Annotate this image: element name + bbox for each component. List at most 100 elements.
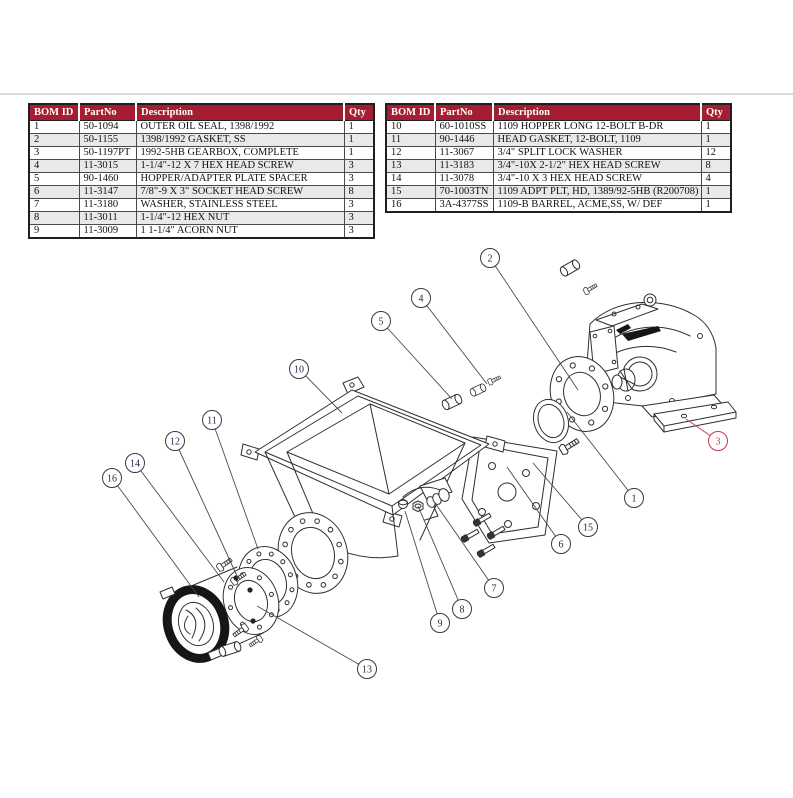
bom-cell: 11-3015 — [78, 159, 137, 173]
callout-balloon-5[interactable]: 5 — [371, 311, 391, 331]
bom-cell: 3 — [343, 159, 375, 173]
bom-cell: 3 — [343, 224, 375, 239]
leader-line-10 — [298, 368, 343, 414]
bom-cell: 11-3009 — [78, 224, 137, 239]
bom-cell: 1 — [343, 146, 375, 160]
leader-line-12 — [174, 440, 239, 579]
callout-balloon-3[interactable]: 3 — [708, 431, 728, 451]
bom-cell: 1109 ADPT PLT, HD, 1389/92-5HB (R200708) — [492, 185, 702, 199]
bom-cell: 1109-B BARREL, ACME,SS, W/ DEF — [492, 198, 702, 213]
callout-balloon-14[interactable]: 14 — [125, 453, 145, 473]
bom-cell: 13 — [385, 159, 436, 173]
svg-text:13: 13 — [362, 665, 372, 676]
leader-line-8 — [417, 505, 463, 610]
bom-cell: 9 — [28, 224, 80, 239]
callout-balloon-15[interactable]: 15 — [578, 517, 598, 537]
bom-cell: 70-1003TN — [434, 185, 494, 199]
svg-text:7: 7 — [492, 584, 497, 595]
plate-spacer — [440, 392, 464, 412]
leader-line-5 — [380, 320, 453, 400]
mount-screw — [582, 281, 599, 296]
leader-line-16 — [111, 477, 200, 598]
callout-balloon-11[interactable]: 11 — [202, 410, 222, 430]
callout-balloon-12[interactable]: 12 — [165, 431, 185, 451]
column-header: BOM ID — [386, 104, 436, 121]
bom-cell: 11-3183 — [434, 159, 494, 173]
leader-line-15 — [532, 462, 589, 528]
leader-line-9 — [404, 510, 441, 624]
callout-balloon-13[interactable]: 13 — [357, 659, 377, 679]
plate-spacer — [468, 382, 488, 398]
section-divider — [0, 93, 793, 95]
acorn-nut — [398, 499, 408, 509]
plate-stud — [486, 373, 503, 387]
callout-balloon-7[interactable]: 7 — [484, 578, 504, 598]
bom-cell: 1 — [343, 133, 375, 147]
svg-text:6: 6 — [559, 540, 564, 551]
svg-text:12: 12 — [170, 437, 180, 448]
svg-text:2: 2 — [488, 254, 493, 265]
column-header: Qty — [344, 104, 374, 121]
bom-cell: 1-1/4"-12 X 7 HEX HEAD SCREW — [135, 159, 345, 173]
leader-line-6 — [506, 466, 562, 545]
svg-text:4: 4 — [419, 294, 424, 305]
callout-balloon-1[interactable]: 1 — [624, 488, 644, 508]
bom-cell: 90-1446 — [434, 133, 494, 147]
leader-line-14 — [134, 462, 225, 583]
oil-seal-oring — [532, 398, 570, 444]
gearbox — [585, 293, 737, 433]
socket-head-screw — [459, 527, 481, 545]
bom-cell: 2 — [28, 133, 80, 147]
bom-cell: 16 — [385, 198, 436, 213]
svg-text:3: 3 — [716, 437, 721, 448]
leader-line-2 — [489, 257, 579, 391]
callout-balloon-9[interactable]: 9 — [430, 613, 450, 633]
brand-logo — [616, 324, 661, 341]
svg-text:5: 5 — [379, 317, 384, 328]
leader-line-7 — [432, 499, 495, 589]
leader-line-1 — [566, 411, 635, 499]
bom-cell: 15 — [385, 185, 436, 199]
svg-text:9: 9 — [438, 619, 443, 630]
bom-cell: 11-3147 — [78, 185, 137, 199]
bom-cell: 1 — [700, 198, 732, 213]
leader-line-4 — [420, 297, 488, 385]
svg-text:15: 15 — [583, 523, 593, 534]
svg-text:11: 11 — [207, 416, 217, 427]
callout-balloon-10[interactable]: 10 — [289, 359, 309, 379]
bom-cell: 1 — [700, 185, 732, 199]
hopper — [240, 376, 506, 559]
callout-balloon-2[interactable]: 2 — [480, 248, 500, 268]
callout-balloon-6[interactable]: 6 — [551, 534, 571, 554]
svg-text:14: 14 — [130, 459, 140, 470]
bom-cell: 7/8"-9 X 3" SOCKET HEAD SCREW — [135, 185, 345, 199]
column-header: BOM ID — [29, 104, 80, 121]
callout-balloon-16[interactable]: 16 — [102, 468, 122, 488]
svg-text:10: 10 — [294, 365, 304, 376]
callout-balloon-8[interactable]: 8 — [452, 599, 472, 619]
socket-head-screw — [475, 542, 497, 560]
mount-spacer — [558, 258, 582, 278]
bom-cell: 1-1/4"-12 HEX NUT — [135, 211, 345, 225]
bom-cell: 50-1155 — [78, 133, 137, 147]
callout-balloon-4[interactable]: 4 — [411, 288, 431, 308]
barrel-foot — [218, 641, 242, 657]
